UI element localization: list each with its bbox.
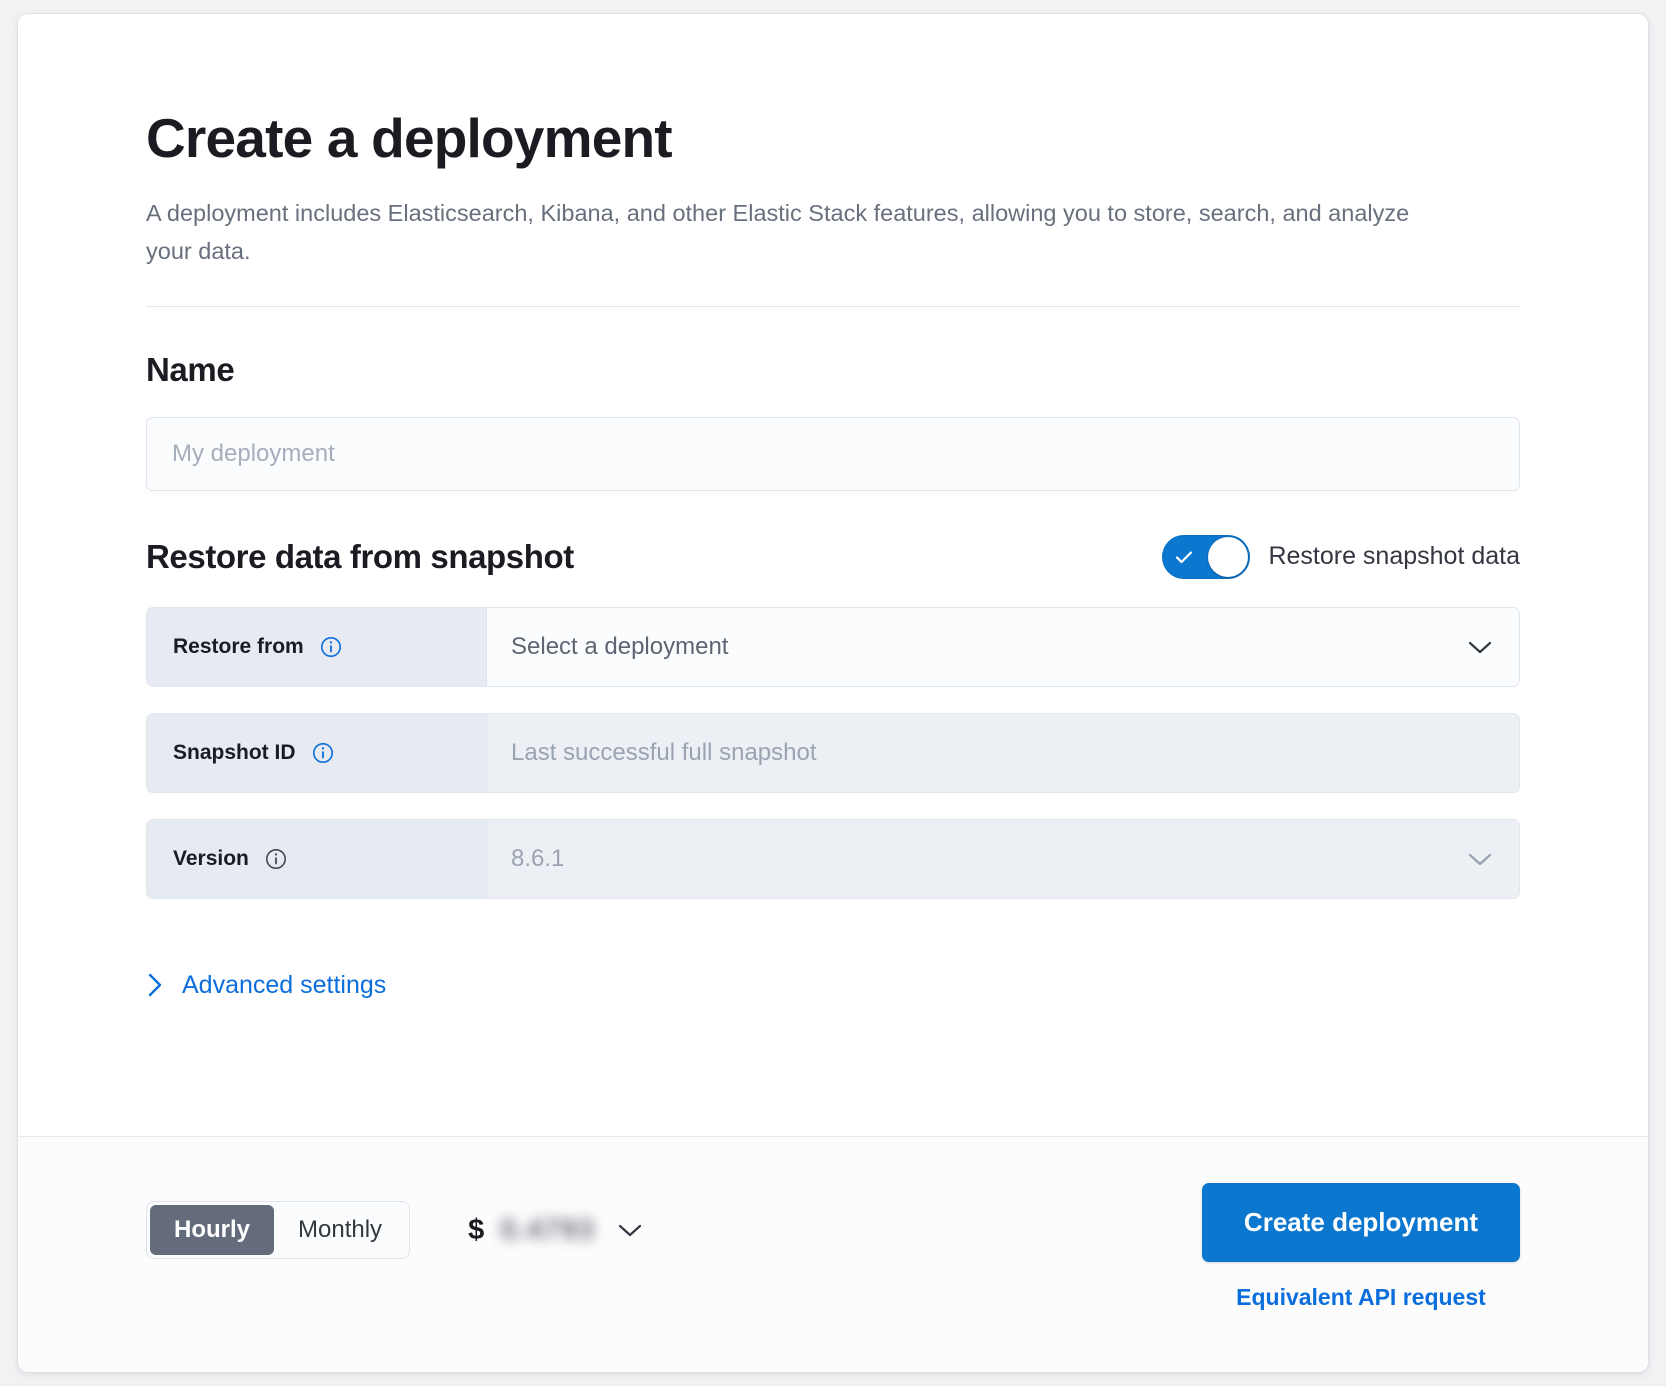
- version-label: Version: [173, 846, 249, 870]
- billing-option-monthly[interactable]: Monthly: [298, 1216, 383, 1243]
- restore-section-heading: Restore data from snapshot: [146, 537, 574, 575]
- chevron-down-icon[interactable]: [1465, 638, 1495, 656]
- restore-from-row[interactable]: Restore from Select a deployment: [146, 606, 1520, 687]
- billing-option-hourly[interactable]: Hourly: [150, 1205, 275, 1255]
- price-currency-symbol: $: [468, 1213, 485, 1246]
- footer-left-group: Hourly Monthly $ 0.4793: [146, 1183, 645, 1259]
- info-circle-icon[interactable]: [320, 636, 342, 658]
- version-value: 8.6.1: [511, 844, 565, 872]
- restore-from-control[interactable]: Select a deployment: [487, 607, 1519, 686]
- chevron-right-icon: [148, 974, 162, 997]
- page-subtitle: A deployment includes Elasticsearch, Kib…: [146, 199, 1410, 264]
- snapshot-id-label: Snapshot ID: [173, 740, 296, 764]
- chevron-down-icon[interactable]: [615, 1221, 645, 1239]
- price-amount: 0.4793: [500, 1213, 595, 1246]
- chevron-down-icon: [1468, 853, 1492, 865]
- restore-from-label: Restore from: [173, 634, 304, 658]
- create-deployment-button[interactable]: Create deployment: [1201, 1183, 1520, 1262]
- snapshot-id-value: Last successful full snapshot: [511, 738, 817, 766]
- restore-snapshot-toggle-group[interactable]: Restore snapshot data: [1162, 534, 1520, 579]
- create-deployment-panel: Create a deployment A deployment include…: [18, 14, 1648, 1372]
- deployment-name-placeholder: My deployment: [172, 439, 335, 467]
- check-icon: [1176, 551, 1193, 563]
- restore-section-header: Restore data from snapshot Restore snaps…: [146, 534, 1520, 579]
- info-circle-icon[interactable]: [265, 848, 287, 870]
- version-label-cell: Version: [147, 819, 487, 898]
- billing-period-segmented-control[interactable]: Hourly Monthly: [146, 1201, 411, 1259]
- restore-snapshot-switch[interactable]: [1162, 534, 1251, 579]
- footer-right-group: Create deployment Equivalent API request: [1201, 1183, 1520, 1311]
- panel-body: Create a deployment A deployment include…: [18, 14, 1648, 1136]
- version-control: 8.6.1: [487, 819, 1519, 898]
- info-circle-icon[interactable]: [312, 742, 334, 764]
- header-divider: [146, 305, 1520, 307]
- restore-from-label-cell: Restore from: [147, 607, 487, 686]
- switch-knob: [1208, 536, 1249, 577]
- restore-from-value: Select a deployment: [511, 632, 729, 660]
- equivalent-api-request-link[interactable]: Equivalent API request: [1236, 1284, 1486, 1310]
- advanced-settings-toggle[interactable]: Advanced settings: [146, 971, 386, 1000]
- page-title: Create a deployment: [146, 107, 673, 169]
- restore-snapshot-toggle-label: Restore snapshot data: [1268, 542, 1520, 571]
- restore-form-rows: Restore from Select a deployment: [146, 606, 1520, 899]
- version-row: Version 8.6.1: [146, 818, 1520, 899]
- name-section-heading: Name: [146, 350, 235, 388]
- price-display[interactable]: $ 0.4793: [468, 1214, 645, 1247]
- snapshot-id-control: Last successful full snapshot: [487, 713, 1519, 792]
- snapshot-id-label-cell: Snapshot ID: [147, 713, 487, 792]
- deployment-name-field[interactable]: My deployment: [146, 416, 1520, 491]
- panel-footer: Hourly Monthly $ 0.4793 Create deploymen…: [18, 1136, 1648, 1372]
- snapshot-id-row: Snapshot ID Last successful full snapsho…: [146, 712, 1520, 793]
- advanced-settings-label: Advanced settings: [182, 970, 387, 999]
